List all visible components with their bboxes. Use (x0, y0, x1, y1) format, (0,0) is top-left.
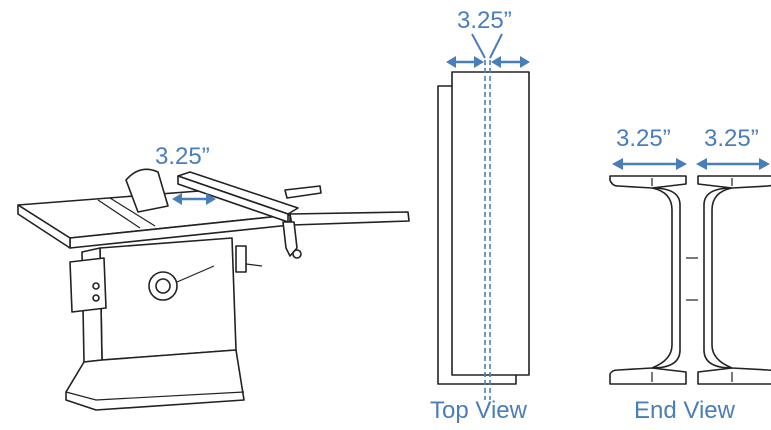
top-arrowhead-left (446, 56, 456, 68)
front-rail (289, 211, 410, 226)
top-arrowhead-mid-left (474, 56, 484, 68)
wheel-handle (176, 265, 215, 283)
top-leader-right (489, 33, 503, 59)
top-dimension-label: 3.25” (457, 7, 512, 34)
table-saw-illustration (17, 168, 410, 411)
blade-height-hub (155, 278, 171, 294)
top-view-illustration (437, 33, 530, 400)
switch-box (69, 257, 107, 313)
saw-table-side (17, 204, 71, 249)
end-left-dimension-label: 3.25” (616, 125, 671, 152)
top-arrowhead-right (520, 56, 530, 68)
switch-button-2 (92, 294, 100, 302)
end-view-illustration (609, 158, 771, 385)
end-arrowhead-left-1 (612, 158, 623, 170)
end-arrowhead-right-2 (759, 158, 770, 170)
top-leader-left (471, 33, 486, 59)
saw-dimension-label: 3.25” (155, 143, 210, 170)
rear-rail (284, 185, 322, 199)
saw-arrowhead-right (206, 193, 216, 205)
end-right-dimension-label: 3.25” (704, 125, 759, 152)
end-arrowhead-right-1 (696, 158, 707, 170)
saw-arrowhead-left (172, 193, 182, 205)
blade-guard (125, 168, 169, 213)
side-crank-arm (245, 263, 263, 267)
end-view-caption: End View (634, 397, 736, 424)
end-arrowhead-left-2 (676, 158, 687, 170)
i-beam-right-half (697, 175, 771, 385)
switch-button-1 (92, 282, 100, 290)
saw-base-edge (65, 391, 245, 401)
side-crank (235, 245, 247, 273)
fence-lock-knob (292, 249, 302, 259)
table-groove-2 (109, 197, 156, 227)
top-view-caption: Top View (430, 397, 528, 424)
i-beam-left-half (609, 175, 687, 385)
table-groove-1 (97, 199, 141, 229)
top-arrowhead-mid-right (491, 56, 501, 68)
